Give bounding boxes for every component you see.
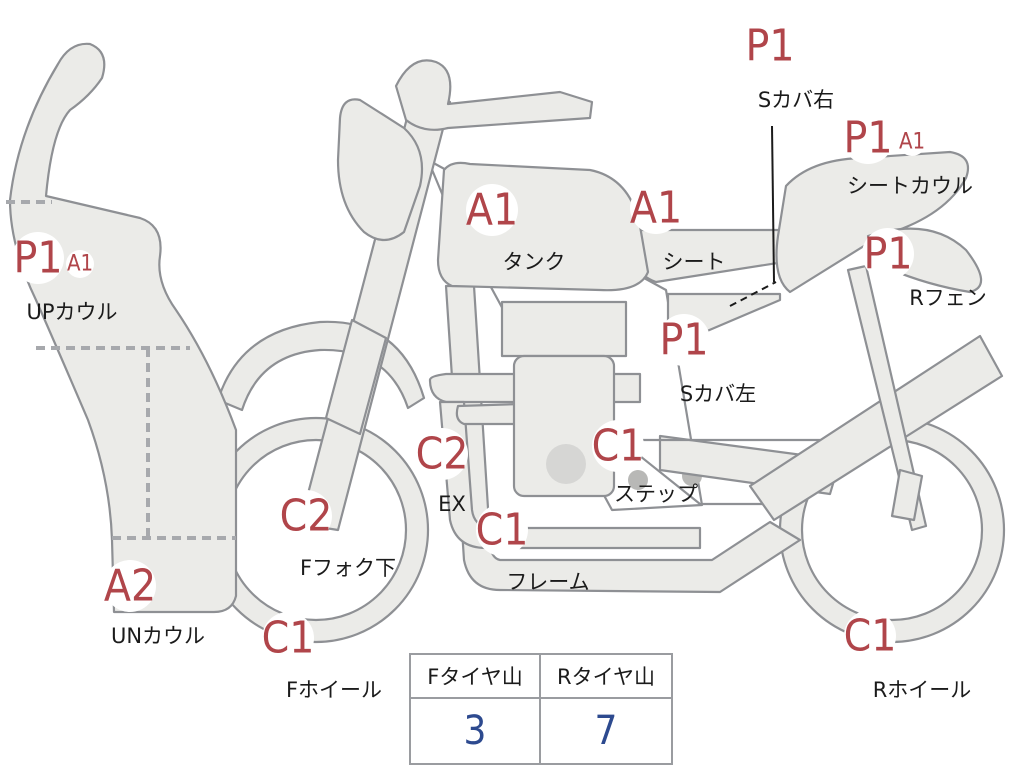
f-fork-label: Fフォク下 xyxy=(300,556,396,580)
f-wheel-grade: C1 xyxy=(262,613,315,664)
ex-grade: C2 xyxy=(416,429,469,480)
ex-label: EX xyxy=(438,492,466,516)
tank-grade: A1 xyxy=(466,185,518,236)
f-tire-header: Fタイヤ山 xyxy=(411,655,541,699)
r-fender-grade-badge xyxy=(862,228,914,280)
up-cowl-grade-badge xyxy=(12,232,64,284)
seat-cowl-grade-badge xyxy=(898,128,926,156)
s-cover-l-label: Sカバ左 xyxy=(680,382,756,406)
r-tire-header: Rタイヤ山 xyxy=(541,655,671,699)
s-cover-r-grade-badge xyxy=(744,20,796,72)
un-cowl-label: UNカウル xyxy=(111,624,205,648)
un-cowl-grade: A2 xyxy=(104,561,156,612)
seat-cowl-grade: P1 xyxy=(843,113,892,164)
r-wheel-label: Rホイール xyxy=(873,678,972,702)
up-cowl-label: UPカウル xyxy=(26,300,117,324)
up-cowl-grade-badge xyxy=(66,250,94,278)
tank-grade-badge xyxy=(466,184,518,236)
r-fender-grade: P1 xyxy=(863,229,912,280)
seat-cowl-grade: A1 xyxy=(899,130,925,155)
un-cowl-grade-badge xyxy=(104,560,156,612)
f-fork-grade: C2 xyxy=(280,491,333,542)
up-cowl-grade: A1 xyxy=(67,252,93,277)
motorcycle-silhouette xyxy=(6,42,1006,644)
s-cover-l-grade: P1 xyxy=(659,315,708,366)
frame-label: フレーム xyxy=(506,570,589,594)
tank-label: タンク xyxy=(503,250,566,274)
r-wheel-grade: C1 xyxy=(844,611,897,662)
tire-tread-table: Fタイヤ山 Rタイヤ山 3 7 xyxy=(409,653,673,765)
f-wheel-label: Fホイール xyxy=(286,678,382,702)
frame-grade: C1 xyxy=(476,505,529,556)
r-wheel-grade-badge xyxy=(844,610,896,662)
r-fender-label: Rフェン xyxy=(909,286,987,310)
r-tire-value: 7 xyxy=(594,708,618,754)
step-grade-badge xyxy=(592,420,644,472)
f-wheel-grade-badge xyxy=(262,612,314,664)
s-cover-l-grade-badge xyxy=(658,314,710,366)
up-cowl-grade: P1 xyxy=(13,233,62,284)
seat-label: シート xyxy=(663,250,726,274)
s-cover-r-label: Sカバ右 xyxy=(758,88,834,112)
s-cover-r-grade: P1 xyxy=(745,21,794,72)
seat-cowl-grade-badge xyxy=(842,112,894,164)
frame-grade-badge xyxy=(476,504,528,556)
seat-grade: A1 xyxy=(630,183,682,234)
seat-cowl-label: シートカウル xyxy=(847,174,973,198)
step-grade: C1 xyxy=(592,421,645,472)
f-tire-value: 3 xyxy=(411,699,541,763)
seat-grade-badge xyxy=(630,182,682,234)
ex-grade-badge xyxy=(416,428,468,480)
f-fork-grade-badge xyxy=(280,490,332,542)
step-label: ステップ xyxy=(614,482,698,506)
